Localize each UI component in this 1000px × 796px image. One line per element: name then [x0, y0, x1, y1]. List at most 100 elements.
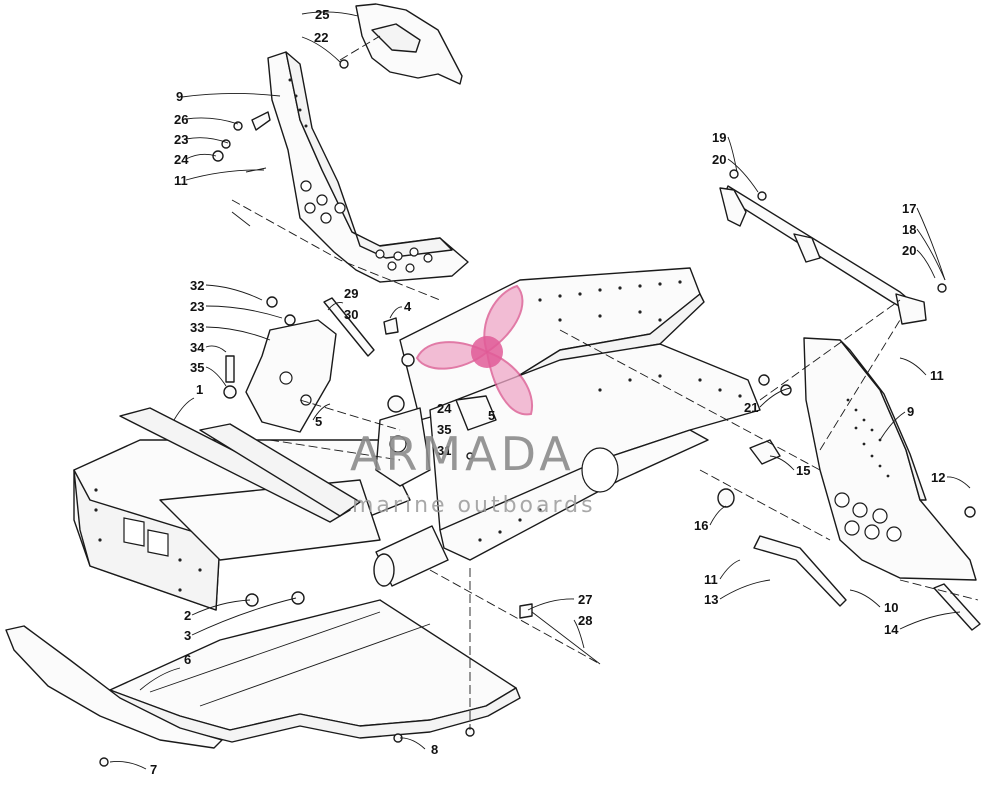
callout-c11c: 11 — [704, 572, 718, 587]
callout-c10: 10 — [884, 600, 898, 615]
callout-c18: 18 — [902, 222, 916, 237]
leader-c24a — [185, 153, 217, 160]
callout-c17: 17 — [902, 201, 916, 216]
leader-c9a — [181, 93, 281, 98]
leader-c3 — [191, 597, 297, 636]
steering-cover — [355, 3, 463, 85]
leader-c20a — [727, 158, 759, 193]
callout-c11b: 11 — [930, 368, 944, 383]
leader-c12 — [946, 476, 971, 489]
leader-c19 — [727, 136, 738, 173]
callout-c7: 7 — [150, 762, 157, 777]
callout-c23a: 23 — [174, 132, 188, 147]
leader-c28 — [573, 619, 585, 649]
leader-c23b — [205, 305, 283, 319]
leader-c9b — [879, 411, 906, 441]
frame-rivet-pattern — [94, 280, 742, 592]
callout-c30: 30 — [344, 307, 358, 322]
leader-c8 — [399, 737, 426, 750]
leader-c7 — [109, 761, 147, 770]
callout-c26: 26 — [174, 112, 188, 127]
callout-c12: 12 — [931, 470, 945, 485]
callout-c5b: 5 — [488, 408, 495, 423]
callout-c3: 3 — [184, 628, 191, 643]
leader-c11c — [719, 559, 741, 580]
leader-c4 — [389, 306, 403, 319]
leader-c11b — [899, 357, 927, 376]
callout-c28: 28 — [578, 613, 592, 628]
callout-c31: 31 — [437, 443, 451, 458]
callout-c21: 21 — [744, 400, 758, 415]
front-bumper-bracket — [803, 337, 977, 581]
callout-c13: 13 — [704, 592, 718, 607]
leader-c14 — [899, 611, 961, 630]
leader-c15 — [769, 455, 795, 471]
callout-c6: 6 — [184, 652, 191, 667]
callout-labels: 2522926232411192017182032294233033343511… — [150, 7, 945, 777]
callout-c35b: 35 — [437, 422, 451, 437]
bumper-perforation — [846, 398, 890, 478]
callout-c8: 8 — [431, 742, 438, 757]
callout-c27: 27 — [578, 592, 592, 607]
leader-c34 — [205, 345, 227, 353]
propeller-logo — [415, 284, 534, 416]
callout-c16: 16 — [694, 518, 708, 533]
motor-mount-bracket — [223, 296, 399, 433]
leader-c1 — [173, 397, 195, 421]
callout-c29: 29 — [344, 286, 358, 301]
assembly-lines — [231, 35, 979, 730]
bumper-small-parts — [717, 374, 981, 631]
leader-c35a — [205, 366, 227, 387]
leader-c25 — [301, 11, 359, 17]
leader-c6 — [139, 667, 181, 691]
callout-c22: 22 — [314, 30, 328, 45]
leader-c11a — [185, 169, 265, 181]
callout-c4: 4 — [404, 299, 412, 314]
callout-c20a: 20 — [712, 152, 726, 167]
leader-c18 — [916, 228, 946, 281]
leader-c32 — [205, 284, 263, 301]
leader-c16 — [709, 505, 727, 526]
callout-c11a: 11 — [174, 173, 188, 188]
callout-c15: 15 — [796, 463, 810, 478]
leader-c21 — [759, 387, 791, 408]
callout-c24a: 24 — [174, 152, 189, 167]
small-hardware-upper — [212, 59, 349, 227]
callout-c33: 33 — [190, 320, 204, 335]
leader-c13 — [719, 579, 771, 600]
callout-c23b: 23 — [190, 299, 204, 314]
leader-c26 — [185, 117, 239, 125]
callout-c25: 25 — [315, 7, 329, 22]
leader-c27 — [527, 598, 575, 611]
callout-c32: 32 — [190, 278, 204, 293]
callout-c1: 1 — [196, 382, 203, 397]
watermark-brand: ARMADA — [350, 427, 575, 481]
leader-c29 — [327, 302, 344, 311]
steering-post-bracket — [267, 51, 469, 283]
callout-c34: 34 — [190, 340, 205, 355]
leader-c2 — [191, 599, 251, 616]
callout-c9b: 9 — [907, 404, 914, 419]
callout-c19: 19 — [712, 130, 726, 145]
armada-watermark: ARMADA marine outboards — [350, 284, 596, 518]
leader-c22 — [301, 36, 341, 63]
callout-c35a: 35 — [190, 360, 204, 375]
callout-c14: 14 — [884, 622, 899, 637]
leader-c33 — [205, 326, 271, 341]
callout-c2: 2 — [184, 608, 191, 623]
steering-shaft — [719, 169, 947, 325]
leader-c5a — [312, 403, 331, 421]
callout-c24b: 24 — [437, 401, 452, 416]
leader-c20b — [916, 249, 936, 279]
callout-c20b: 20 — [902, 243, 916, 258]
callout-c9a: 9 — [176, 89, 183, 104]
watermark-tagline: marine outboards — [352, 493, 596, 518]
leader-c23a — [185, 137, 229, 144]
callout-leaders — [109, 11, 971, 770]
leader-c10 — [849, 589, 881, 608]
front-skid-plate — [5, 625, 223, 767]
belly-pan — [107, 599, 521, 743]
leader-c17 — [916, 207, 946, 281]
callout-c5a: 5 — [315, 414, 322, 429]
